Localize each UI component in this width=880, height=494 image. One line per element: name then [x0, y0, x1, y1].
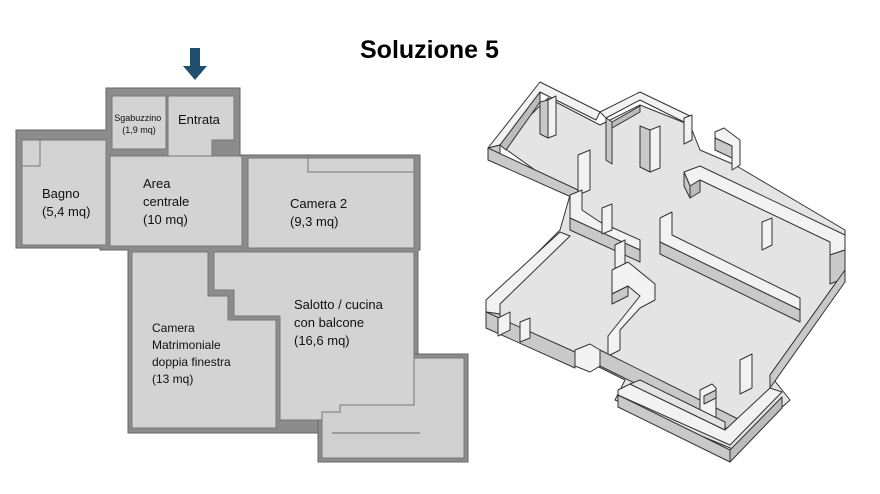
- label-line: (9,3 mq): [290, 214, 338, 229]
- label-line: (13 mq): [152, 372, 193, 386]
- label-line: Camera 2: [290, 196, 347, 211]
- label-line: Salotto / cucina: [294, 297, 384, 312]
- floor-plan-isometric: [485, 81, 846, 463]
- arrow-down-icon: [183, 48, 207, 80]
- room-salotto-cucina: [213, 251, 415, 421]
- label-camera-2: Camera 2 (9,3 mq): [290, 196, 351, 229]
- label-area-centrale: Area centrale (10 mq): [143, 176, 193, 227]
- label-line: doppia finestra: [152, 355, 231, 369]
- room-area-centrale: [109, 155, 243, 247]
- floor-plan-2d: Sgabuzzino (1,9 mq) Entrata Bagno (5,4 m…: [15, 48, 469, 463]
- label-line: (1,9 mq): [122, 125, 156, 135]
- label-line: centrale: [143, 194, 189, 209]
- iso-camera-matrimoniale: [485, 231, 601, 373]
- iso-sgabuzzino: [599, 91, 693, 173]
- page-title: Soluzione 5: [360, 36, 499, 64]
- label-line: Bagno: [42, 186, 80, 201]
- room-bagno: [21, 139, 107, 246]
- iso-bagno: [487, 81, 601, 201]
- room-camera-2: [247, 157, 415, 249]
- label-line: (5,4 mq): [42, 204, 90, 219]
- label-salotto-cucina: Salotto / cucina con balcone (16,6 mq): [294, 297, 387, 348]
- label-entrata: Entrata: [178, 112, 221, 127]
- label-line: Area: [143, 176, 171, 191]
- label-line: Sgabuzzino: [114, 113, 161, 123]
- room-sgabuzzino: [111, 95, 167, 150]
- label-line: (10 mq): [143, 212, 188, 227]
- label-line: con balcone: [294, 315, 364, 330]
- label-line: Camera: [152, 321, 195, 335]
- iso-balcony: [617, 379, 783, 463]
- label-sgabuzzino: Sgabuzzino (1,9 mq): [114, 113, 164, 135]
- label-camera-matrimoniale: Camera Matrimoniale doppia finestra (13 …: [152, 321, 234, 386]
- label-line: Matrimoniale: [152, 338, 221, 352]
- label-bagno: Bagno (5,4 mq): [42, 186, 90, 219]
- room-camera-matrimoniale: [131, 251, 277, 429]
- label-line: (16,6 mq): [294, 333, 350, 348]
- label-line: Entrata: [178, 112, 221, 127]
